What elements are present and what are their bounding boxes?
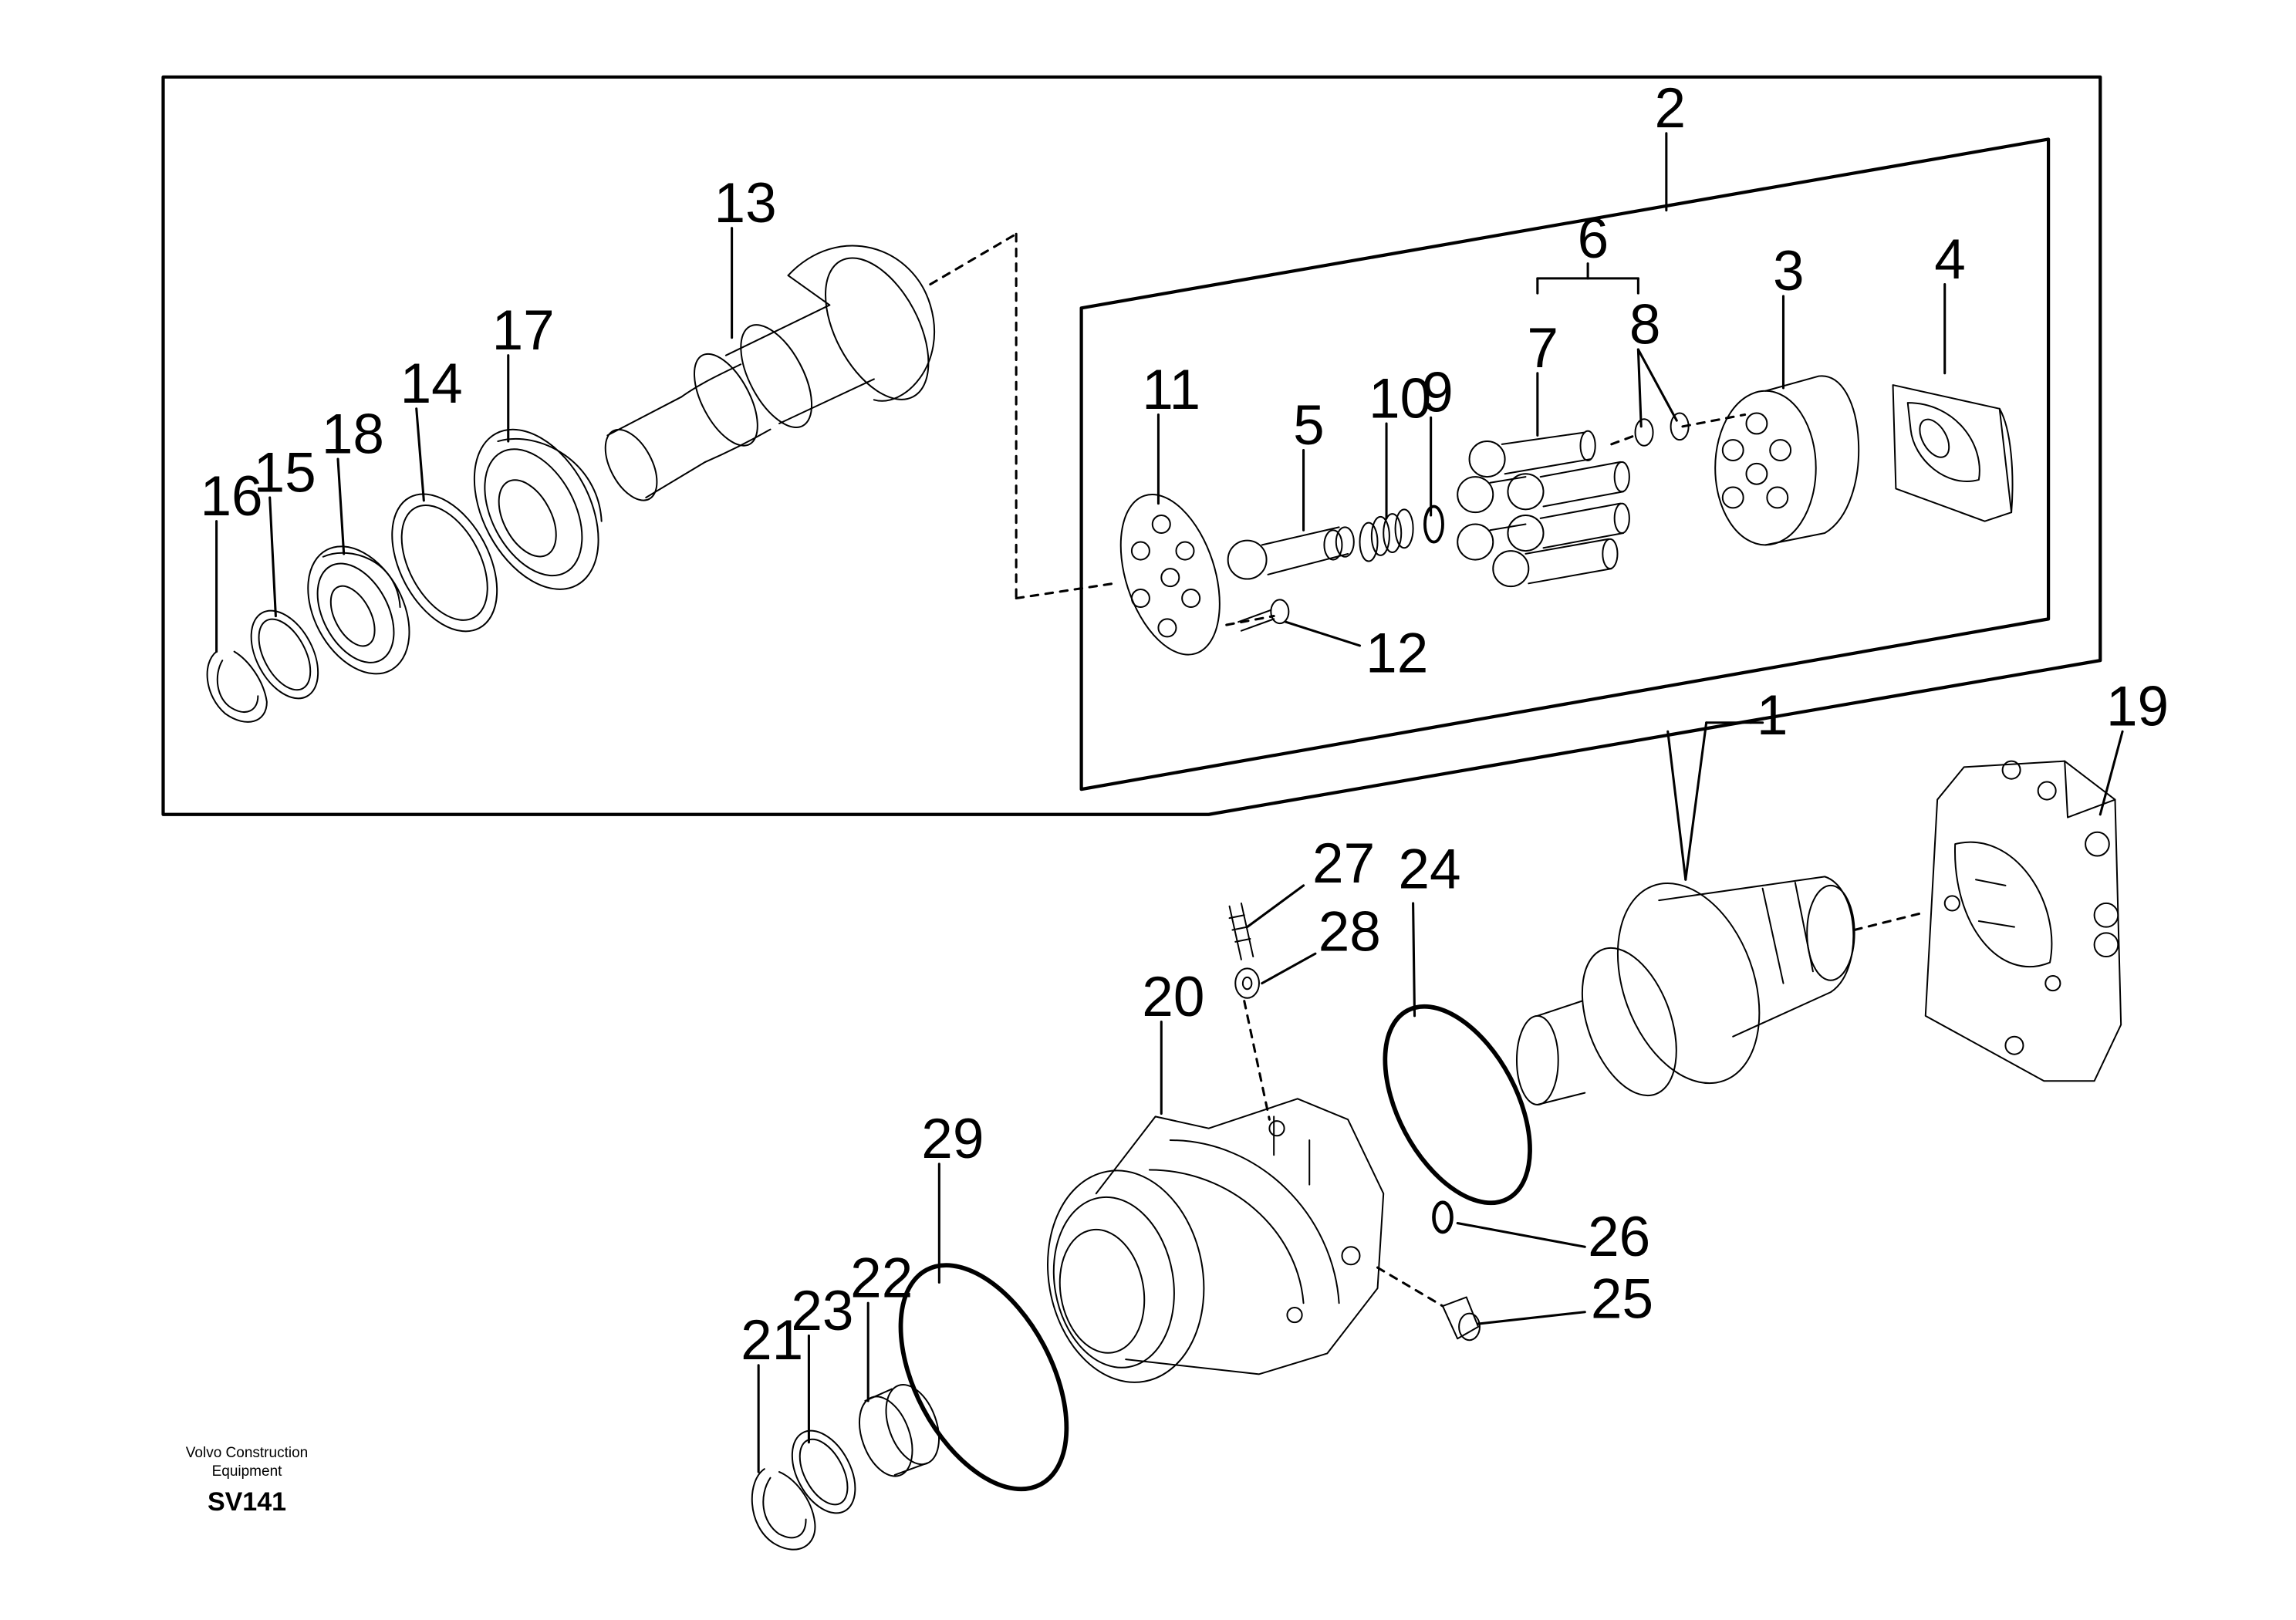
inner-detail-frame — [1079, 137, 2051, 791]
callout-2: 2 — [1654, 77, 1686, 140]
part-22-sleeve — [849, 1378, 949, 1483]
part-3-cylinder-block — [1715, 376, 1859, 545]
callout-15: 15 — [254, 441, 316, 504]
callout-9: 9 — [1422, 362, 1454, 424]
part-27-set-screw — [1230, 903, 1254, 960]
callout-11: 11 — [1142, 359, 1200, 421]
callout-3: 3 — [1773, 240, 1805, 302]
callout-20: 20 — [1142, 966, 1204, 1028]
callout-25: 25 — [1591, 1267, 1653, 1330]
part-24-o-ring — [1383, 1004, 1532, 1206]
callout-12: 12 — [1366, 622, 1428, 684]
part-21-snap-ring — [752, 1469, 815, 1549]
callout-5: 5 — [1293, 394, 1325, 457]
callout-29: 29 — [921, 1108, 984, 1170]
part-17-bearing — [449, 409, 624, 610]
callout-24: 24 — [1398, 839, 1460, 901]
callout-6: 6 — [1578, 208, 1609, 270]
part-15-ring — [238, 599, 332, 710]
callout-18: 18 — [322, 403, 384, 465]
callout-numbers: 1 2 3 4 5 6 7 8 9 10 11 12 13 14 15 16 1… — [200, 77, 2169, 1372]
callout-1: 1 — [1757, 684, 1788, 747]
part-26-o-ring — [1432, 1200, 1454, 1234]
part-18-bearing — [288, 529, 430, 691]
callout-19: 19 — [2106, 676, 2169, 738]
part-16-snap-ring — [208, 652, 267, 722]
callout-27: 27 — [1312, 832, 1375, 895]
part-11-valve-plate — [1102, 482, 1238, 667]
part-1-rotary-group — [1517, 863, 1855, 1108]
callout-23: 23 — [791, 1280, 853, 1342]
part-9-ring — [1423, 505, 1444, 544]
part-13-shaft — [595, 241, 950, 509]
callout-10: 10 — [1369, 367, 1431, 430]
caption-line-1: Volvo Construction — [185, 1445, 309, 1461]
leader-lines — [215, 132, 2124, 1473]
callout-16: 16 — [200, 465, 262, 528]
part-14-ring — [370, 477, 518, 650]
callout-28: 28 — [1319, 900, 1381, 963]
callout-8: 8 — [1629, 293, 1661, 356]
part-29-o-ring — [898, 1263, 1069, 1492]
dashed-connectors — [929, 232, 1927, 1308]
manufacturer-caption: Volvo Construction Equipment SV141 — [154, 1444, 339, 1517]
part-10-spring — [1359, 509, 1413, 561]
part-5-center-pin — [1228, 527, 1354, 579]
part-12-screw — [1238, 599, 1288, 630]
caption-line-2: Equipment — [211, 1463, 282, 1480]
part-23-ring — [779, 1420, 868, 1524]
callout-4: 4 — [1934, 228, 1966, 291]
outer-detail-frame — [161, 75, 2102, 816]
part-8-rings — [1636, 413, 1689, 446]
part-4-swash-plate — [1893, 385, 2013, 521]
callout-7: 7 — [1527, 317, 1558, 380]
callout-22: 22 — [850, 1247, 913, 1310]
part-7-pistons — [1457, 431, 1629, 587]
diagram-code: SV141 — [207, 1487, 287, 1517]
part-25-plug — [1443, 1298, 1480, 1341]
part-28-nut — [1235, 968, 1259, 997]
callout-17: 17 — [492, 299, 555, 362]
callout-14: 14 — [400, 353, 463, 415]
callout-26: 26 — [1588, 1206, 1650, 1268]
callout-21: 21 — [741, 1309, 803, 1372]
part-20-housing — [1032, 1099, 1383, 1395]
part-19-valve-housing — [1926, 761, 2121, 1082]
callout-13: 13 — [714, 172, 777, 235]
